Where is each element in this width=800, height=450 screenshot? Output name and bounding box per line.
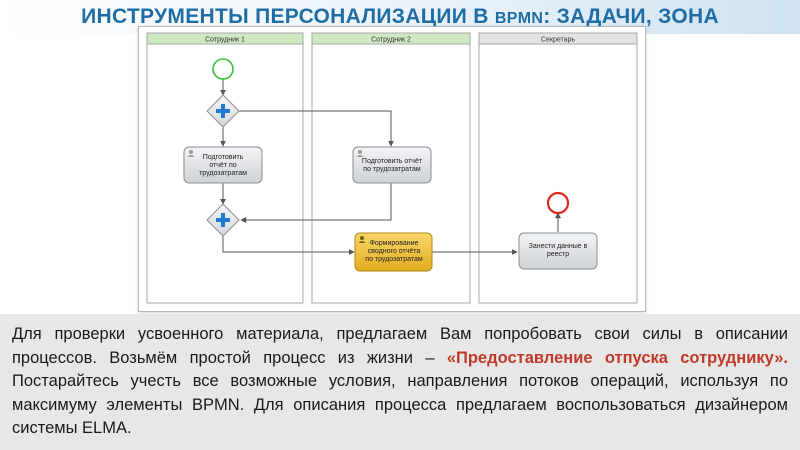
lane-header <box>478 32 638 45</box>
parallel-gateway-join <box>206 203 240 237</box>
parallel-gateway-split <box>206 94 240 128</box>
flow-task2-to-gateway2 <box>240 183 392 223</box>
task-enter-register: Занести данные в реестр <box>518 232 598 270</box>
user-icon <box>358 236 366 243</box>
flow-gateway-to-task2 <box>239 110 394 147</box>
slide-title: ИНСТРУМЕНТЫ ПЕРСОНАЛИЗАЦИИ В BPMN: ЗАДАЧ… <box>0 5 800 29</box>
title-part2: : ЗАДАЧИ, ЗОНА <box>543 5 719 28</box>
title-abbr: BPMN <box>494 10 544 27</box>
task-label-line: Подготовить отчёт <box>362 158 423 165</box>
task-prepare-report-1: Подготовить отчёт по трудозатратам <box>183 146 263 184</box>
description-text: Для проверки усвоенного материала, предл… <box>12 323 788 441</box>
task-label-line: отчёт по <box>209 162 236 169</box>
title-part1: ИНСТРУМЕНТЫ ПЕРСОНАЛИЗАЦИИ В <box>81 5 495 28</box>
user-icon <box>356 150 364 157</box>
bpmn-canvas: Сотрудник 1 Сотрудник 2 Секретарь <box>146 32 638 304</box>
lane-label: Секретарь <box>541 37 575 44</box>
lane-label: Сотрудник 1 <box>205 37 245 44</box>
plus-icon <box>216 213 230 227</box>
plus-icon <box>216 104 230 118</box>
end-event <box>546 191 570 215</box>
description-panel: Для проверки усвоенного материала, предл… <box>0 314 800 450</box>
user-icon <box>187 150 195 157</box>
task-summary-report: Формирование сводного отчёта по трудозат… <box>354 232 433 272</box>
text-part1: Для проверки усвоенного материала, предл… <box>12 325 788 367</box>
task-prepare-report-2: Подготовить отчёт по трудозатратам <box>352 146 432 184</box>
start-event <box>212 58 234 80</box>
task-label-line: трудозатратам <box>199 170 247 177</box>
lane-label: Сотрудник 2 <box>371 37 411 44</box>
lane-secretary: Секретарь <box>478 32 638 304</box>
task-label-line: Занести данные в <box>529 243 588 250</box>
task-label-line: Подготовить <box>203 154 244 161</box>
flow-gateway2-to-summary <box>222 236 355 255</box>
sequence-flows <box>220 79 561 255</box>
lane-header <box>311 32 471 45</box>
task-label-line: сводного отчёта <box>368 248 421 255</box>
bpmn-diagram: Сотрудник 1 Сотрудник 2 Секретарь <box>138 26 646 312</box>
text-highlight: «Предоставление отпуска сотруднику». <box>446 348 788 367</box>
task-label-line: реестр <box>547 251 569 258</box>
task-label-line: Формирование <box>370 240 419 247</box>
lane-header <box>146 32 304 45</box>
task-label-line: по трудозатратам <box>363 166 421 173</box>
task-label-line: по трудозатратам <box>365 256 423 263</box>
text-part2: Постарайтесь учесть все возможные услови… <box>12 372 788 437</box>
